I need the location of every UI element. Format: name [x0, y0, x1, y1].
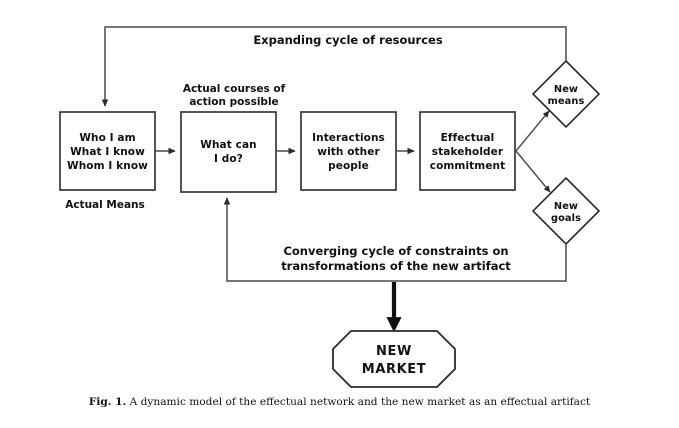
edge-label-converging-cycle-line-2: transformations of the new artifact: [281, 259, 511, 273]
label-actual-means: Actual Means: [65, 199, 145, 211]
node-effectual-commitment-line-3: commitment: [430, 160, 506, 172]
node-new-market-line-1: NEW: [376, 344, 412, 359]
figure-caption-prefix: Fig. 1.: [88, 396, 127, 408]
node-effectual-commitment[interactable]: Effectual stakeholder commitment: [419, 111, 516, 191]
edge-commitment-to-new-means: [515, 110, 550, 152]
node-new-goals-line-1: New: [554, 201, 578, 212]
edge-label-expanding-cycle: Expanding cycle of resources: [253, 33, 443, 47]
effectuation-flowchart: Expanding cycle of resources Who I am Wh…: [59, 26, 601, 388]
node-new-market[interactable]: NEW MARKET: [332, 330, 456, 388]
node-actual-means-line-2: What I know: [70, 146, 145, 158]
figure-caption: Fig. 1. A dynamic model of the effectual…: [0, 396, 679, 409]
node-actual-means-line-1: Who I am: [79, 132, 135, 144]
node-what-can-i-do[interactable]: What can I do?: [180, 111, 277, 193]
node-new-goals[interactable]: New goals: [531, 176, 601, 246]
node-new-means[interactable]: New means: [531, 59, 601, 129]
node-interactions-line-1: Interactions: [312, 132, 385, 144]
edge-label-converging-cycle-line-1: Converging cycle of constraints on: [283, 244, 508, 258]
label-actual-courses-line-2: action possible: [189, 96, 278, 108]
node-actual-means-line-3: Whom I know: [67, 160, 148, 172]
node-new-goals-line-2: goals: [551, 213, 581, 224]
node-interactions-line-2: with other: [317, 146, 380, 158]
figure-caption-text: A dynamic model of the effectual network…: [126, 396, 591, 408]
node-effectual-commitment-line-1: Effectual: [441, 132, 495, 144]
label-actual-courses-line-1: Actual courses of: [183, 83, 286, 95]
node-interactions[interactable]: Interactions with other people: [300, 111, 397, 191]
node-what-can-i-do-line-1: What can: [200, 139, 256, 151]
edge-expanding-cycle: [101, 26, 567, 107]
node-new-means-line-2: means: [548, 96, 585, 107]
node-new-means-line-1: New: [554, 84, 578, 95]
node-what-can-i-do-line-2: I do?: [214, 153, 243, 165]
node-new-market-line-2: MARKET: [362, 362, 426, 377]
node-interactions-line-3: people: [328, 160, 369, 172]
node-effectual-commitment-line-2: stakeholder: [432, 146, 504, 158]
edge-commitment-to-new-goals: [515, 150, 551, 193]
node-actual-means[interactable]: Who I am What I know Whom I know: [59, 111, 156, 191]
edge-converging-cycle: [223, 197, 567, 282]
